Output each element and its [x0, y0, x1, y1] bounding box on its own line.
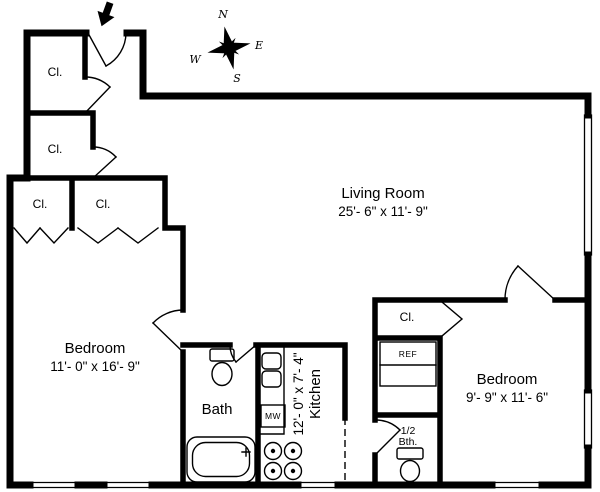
sink-icon — [261, 370, 282, 388]
kitchen-counter — [257, 344, 285, 435]
exterior-walls — [6, 29, 592, 489]
window-lines — [29, 114, 593, 489]
door-swing-arcs — [84, 32, 519, 431]
entry-arrow-icon — [97, 1, 115, 27]
compass-west-label: W — [189, 53, 202, 66]
living-room-dims: 25'- 6" x 11'- 9" — [338, 204, 428, 219]
bedroom-left-dims: 11'- 0" x 16'- 9" — [50, 359, 140, 374]
half-bath-label-line1: 1/2 — [401, 425, 416, 437]
bath-toilet-icon — [209, 348, 235, 387]
closet-label: Cl. — [400, 310, 415, 324]
closet-label: Cl. — [48, 65, 63, 79]
half-bath-toilet-icon — [396, 447, 424, 483]
bifold-doors — [13, 227, 464, 337]
bath-name: Bath — [202, 401, 233, 418]
sink-icon — [261, 352, 282, 370]
compass-east-label: E — [254, 39, 263, 52]
living-room-name: Living Room — [341, 185, 424, 202]
refrigerator-icon: REF — [379, 341, 437, 387]
compass-south-label: S — [233, 72, 241, 85]
stove-icon — [263, 441, 303, 481]
closet-label: Cl. — [33, 197, 48, 211]
microwave-label: MW — [265, 411, 281, 421]
closet-label: Cl. — [96, 197, 111, 211]
bedroom-right-name: Bedroom — [477, 371, 538, 388]
bedroom-right-dims: 9'- 9" x 11'- 6" — [466, 390, 548, 405]
closet-label: Cl. — [48, 142, 63, 156]
kitchen-dims: 12'- 0" x 7'- 4" — [291, 352, 306, 435]
bathtub-icon — [186, 436, 256, 483]
interior-walls — [24, 30, 591, 488]
compass-rose-icon — [207, 26, 251, 70]
refrigerator-label: REF — [399, 349, 418, 359]
compass-north-label: N — [217, 8, 228, 21]
microwave-icon: MW — [260, 404, 286, 428]
half-bath-label-line2: Bth. — [399, 436, 418, 448]
bedroom-left-name: Bedroom — [65, 340, 126, 357]
kitchen-name: Kitchen — [307, 369, 324, 419]
door-leaves — [84, 32, 556, 456]
